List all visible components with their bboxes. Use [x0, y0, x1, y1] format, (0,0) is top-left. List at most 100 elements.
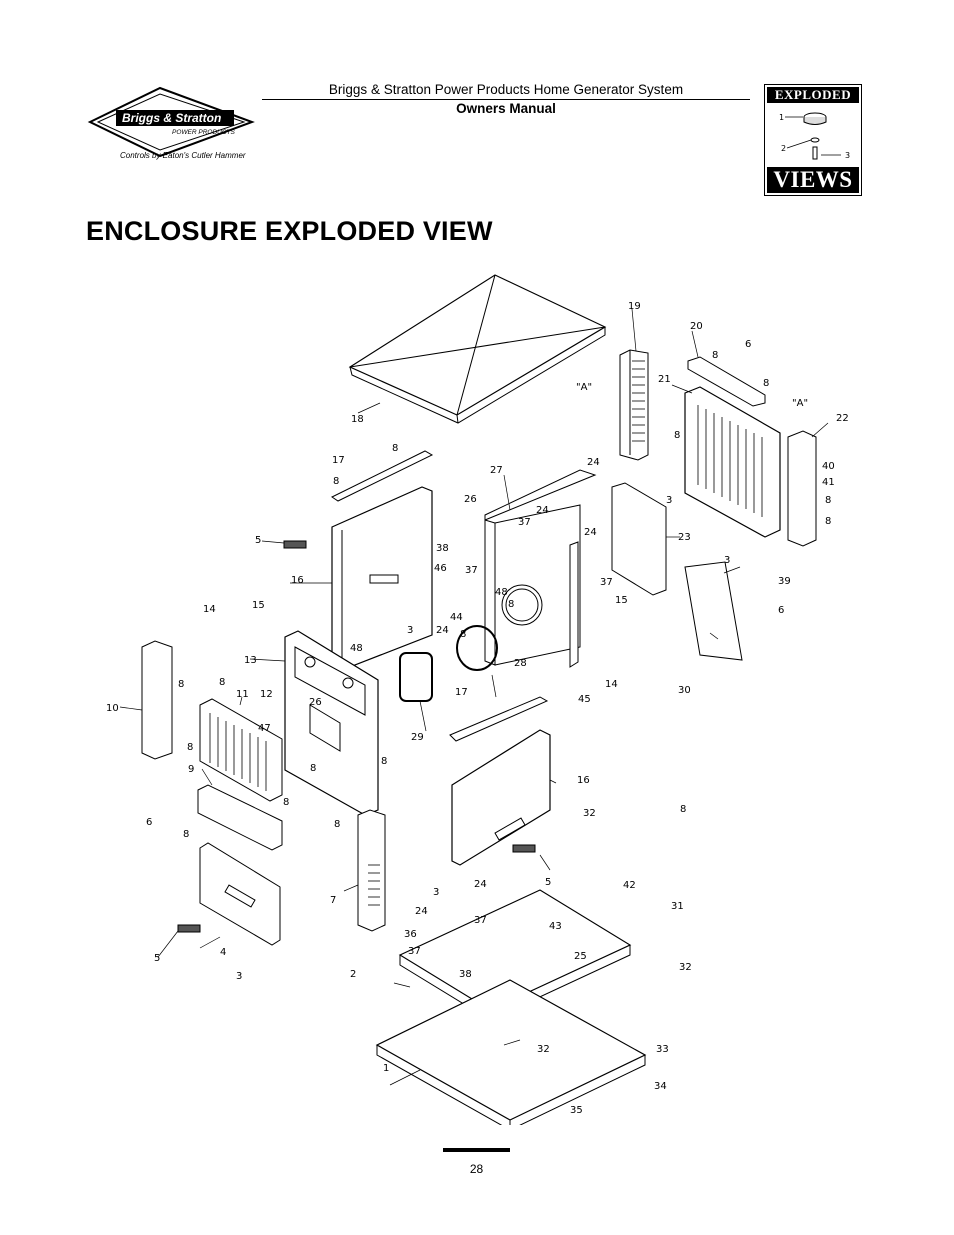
- callout-8: 8: [183, 829, 189, 840]
- front-corner-post: [141, 640, 173, 760]
- top-rail-right: [449, 696, 549, 742]
- callout-13: 13: [244, 655, 257, 666]
- brand-name: Briggs & Stratton: [122, 111, 221, 125]
- callout-25: 25: [574, 951, 587, 962]
- left-door: [331, 486, 433, 671]
- roof-panel: [348, 274, 607, 424]
- page-title: ENCLOSURE EXPLODED VIEW: [86, 216, 493, 246]
- callout-38: 38: [459, 969, 472, 980]
- rear-corner-post: [787, 430, 817, 547]
- callout-14: 14: [203, 604, 216, 615]
- callout-17: 17: [332, 455, 345, 466]
- callout-37: 37: [465, 565, 478, 576]
- baffle-plate: [684, 561, 743, 661]
- callout-8: 8: [825, 495, 831, 506]
- callout-4: 4: [220, 947, 226, 958]
- callout-3: 3: [407, 625, 413, 636]
- callout-36: 36: [404, 929, 417, 940]
- callout-27: 27: [490, 465, 503, 476]
- callout-32: 32: [537, 1044, 550, 1055]
- callout-12: 12: [260, 689, 273, 700]
- callout-20: 20: [690, 321, 703, 332]
- callout-48: 48: [495, 587, 508, 598]
- callout-35: 35: [570, 1105, 583, 1116]
- callout-8: 8: [460, 629, 466, 640]
- callout-2: 2: [350, 969, 356, 980]
- callout-8: 8: [334, 819, 340, 830]
- callout-15: 15: [615, 595, 628, 606]
- callout-3: 3: [433, 887, 439, 898]
- top-rail-left: [331, 450, 434, 502]
- callout-31: 31: [671, 901, 684, 912]
- callout-28: 28: [514, 658, 527, 669]
- callout-11: 11: [236, 689, 249, 700]
- right-door: [451, 729, 551, 866]
- callout-6: 6: [745, 339, 751, 350]
- callout-15: 15: [252, 600, 265, 611]
- callout-32: 32: [583, 808, 596, 819]
- badge-illustration: 1 2 3: [779, 112, 850, 160]
- callout-26: 26: [464, 494, 477, 505]
- brand-sub: POWER PRODUCTS: [172, 129, 236, 136]
- callout-8: 8: [712, 350, 718, 361]
- callout-24: 24: [536, 505, 549, 516]
- page-number: 28: [469, 1162, 484, 1176]
- exploded-views-badge: EXPLODED 1 2 3 VIEWS: [764, 84, 862, 196]
- callout-8: 8: [680, 804, 686, 815]
- louver-panel: [357, 809, 386, 932]
- callout-5: 5: [545, 877, 551, 888]
- callout-17: 17: [455, 687, 468, 698]
- callout-10: 10: [106, 703, 119, 714]
- callout-45: 45: [578, 694, 591, 705]
- callout-38: 38: [436, 543, 449, 554]
- reference-mark-a: "A": [792, 398, 808, 409]
- callout-41: 41: [822, 477, 835, 488]
- callout-1: 1: [383, 1063, 389, 1074]
- callout-37: 37: [600, 577, 613, 588]
- callout-37: 37: [518, 517, 531, 528]
- enclosure-exploded-diagram: 1 2 3 3 3 3 3 4 5 5 5 6 6 6 7 8 8 8 8 8 …: [106, 274, 849, 1125]
- callout-8: 8: [333, 476, 339, 487]
- callout-8: 8: [310, 763, 316, 774]
- callout-8: 8: [674, 430, 680, 441]
- back-frame: [484, 469, 597, 668]
- callout-44: 44: [450, 612, 463, 623]
- briggs-stratton-logo: Briggs & Stratton POWER PRODUCTS: [86, 86, 256, 166]
- callout-24: 24: [584, 527, 597, 538]
- callout-24: 24: [436, 625, 449, 636]
- page-number-bar: [443, 1148, 510, 1152]
- callout-14: 14: [605, 679, 618, 690]
- callout-34: 34: [654, 1081, 667, 1092]
- callout-7: 7: [330, 895, 336, 906]
- gasket-ring: [456, 625, 498, 671]
- document-subtitle: Owners Manual: [456, 101, 556, 116]
- callout-labels: 1 2 3 3 3 3 3 4 5 5 5 6 6 6 7 8 8 8 8 8 …: [106, 301, 849, 1116]
- callout-8: 8: [381, 756, 387, 767]
- callout-19: 19: [628, 301, 641, 312]
- reference-mark-a: "A": [576, 382, 592, 393]
- callout-5: 5: [154, 953, 160, 964]
- handle: [177, 924, 201, 933]
- callout-26: 26: [309, 697, 322, 708]
- callout-22: 22: [836, 413, 849, 424]
- header-rule: [262, 99, 750, 100]
- callout-47: 47: [258, 723, 271, 734]
- callout-24: 24: [415, 906, 428, 917]
- rear-grille: [684, 386, 781, 538]
- callout-8: 8: [763, 378, 769, 389]
- handle: [512, 844, 536, 853]
- callout-8: 8: [283, 797, 289, 808]
- lower-bracket: [197, 784, 283, 851]
- callout-8: 8: [219, 677, 225, 688]
- callout-37: 37: [408, 946, 421, 957]
- callout-21: 21: [658, 374, 671, 385]
- callout-8: 8: [825, 516, 831, 527]
- callout-24: 24: [587, 457, 600, 468]
- front-panel: [284, 630, 379, 816]
- callout-16: 16: [291, 575, 304, 586]
- callout-37: 37: [474, 915, 487, 926]
- callout-16: 16: [577, 775, 590, 786]
- callout-6: 6: [146, 817, 152, 828]
- callout-6: 6: [778, 605, 784, 616]
- callout-29: 29: [411, 732, 424, 743]
